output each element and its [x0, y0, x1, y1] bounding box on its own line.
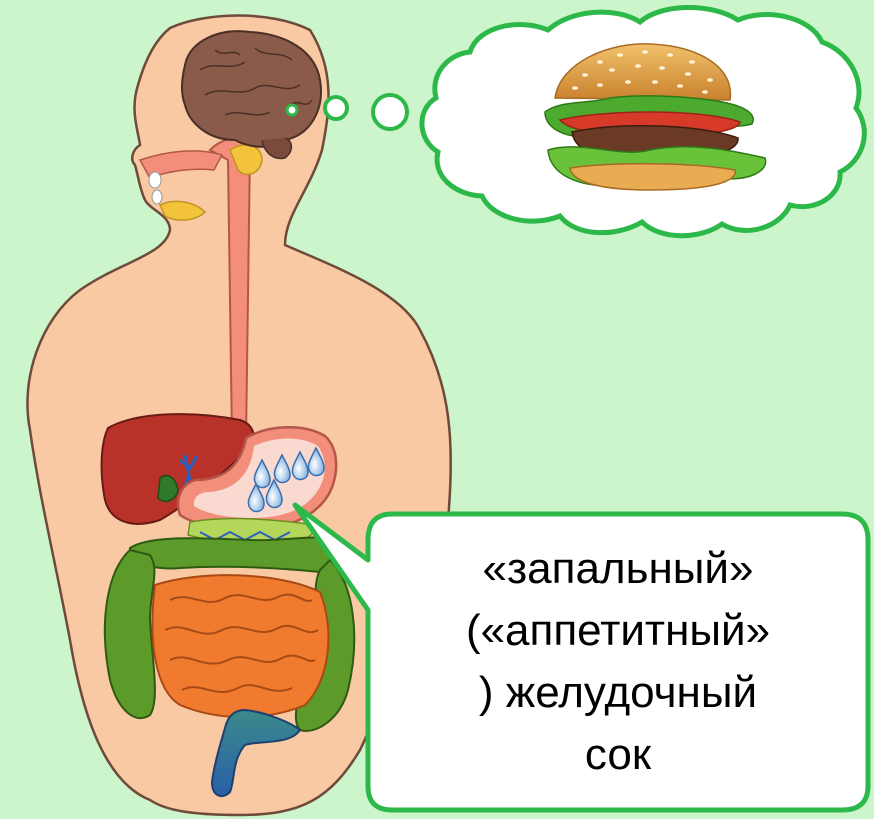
callout-line-4: сок: [585, 724, 651, 786]
thought-bubble-small: [325, 97, 347, 119]
callout-text: «запальный» («аппетитный» ) желудочный с…: [368, 514, 868, 810]
small-intestine: [152, 575, 328, 717]
large-intestine: [130, 537, 348, 572]
callout-line-2: («аппетитный»: [466, 600, 770, 662]
thought-bubble-medium: [373, 95, 407, 129]
callout-line-3: ) желудочный: [479, 662, 757, 724]
tooth: [152, 190, 162, 204]
callout-line-1: «запальный»: [483, 538, 754, 600]
tooth: [149, 172, 161, 188]
